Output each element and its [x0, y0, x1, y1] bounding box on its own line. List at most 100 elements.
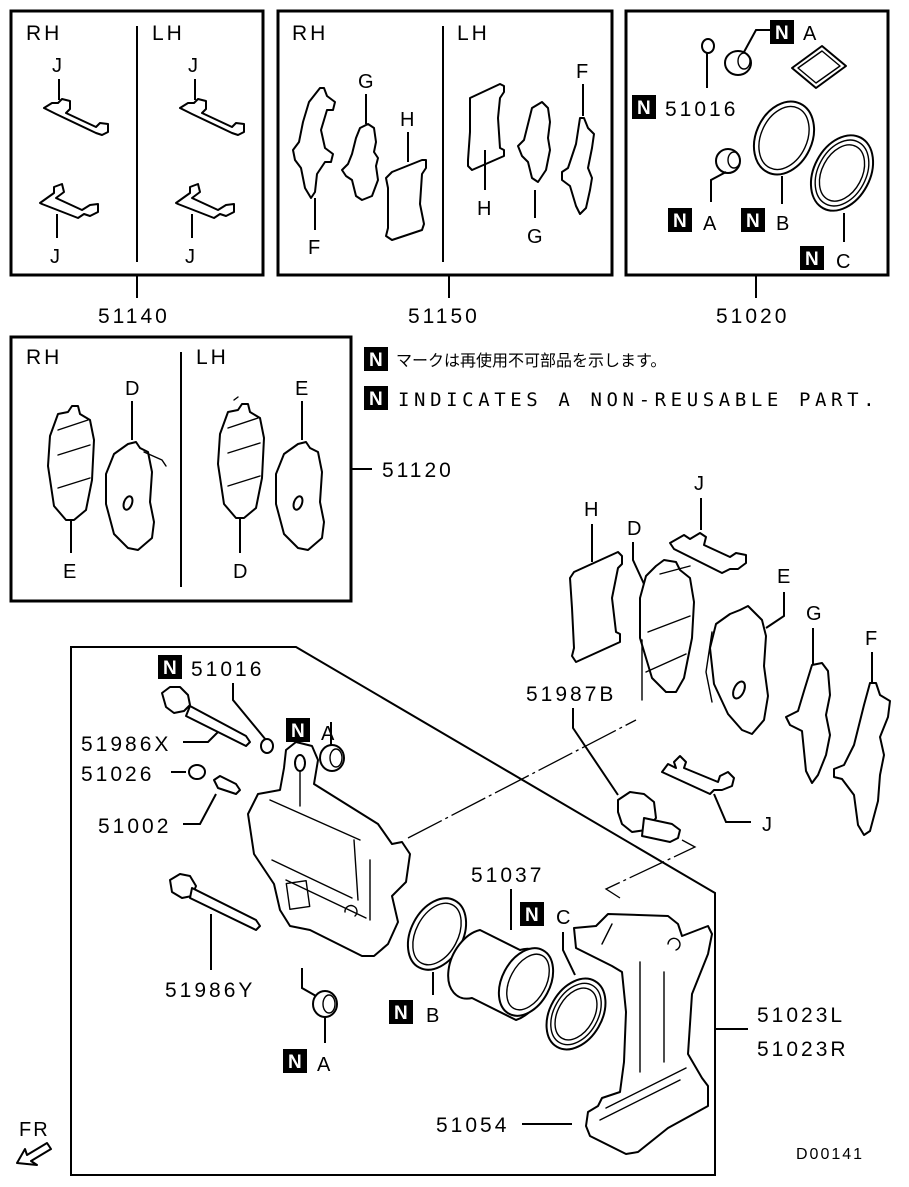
svg-text:N: N	[673, 211, 687, 232]
pad-clip-icon	[39, 183, 99, 219]
kit-51140-panel[interactable]: RH LH J J J J 51140	[9, 9, 265, 328]
svg-text:N: N	[291, 721, 305, 742]
kit-51020-panel[interactable]: N 51016 N A N A N B N C 51020	[624, 9, 890, 328]
svg-text:N: N	[525, 905, 539, 926]
drawing-code: D00141	[796, 1146, 864, 1163]
callout-h: H	[477, 198, 493, 220]
outer-shim-icon	[561, 117, 595, 215]
non-reusable-badge	[364, 347, 388, 371]
callout-j: J	[188, 55, 200, 77]
pad-clip-icon	[43, 98, 109, 136]
callout-j: J	[762, 814, 774, 836]
svg-text:N: N	[775, 23, 789, 44]
pad-clip-icon	[175, 183, 235, 219]
brake-pad-icon	[639, 559, 695, 693]
support-bracket[interactable]: 51023L 51023R 51054	[436, 913, 849, 1155]
non-reusable-badge	[800, 246, 824, 270]
svg-text:N: N	[163, 658, 177, 679]
callout-g: G	[527, 226, 545, 248]
svg-text:N: N	[369, 350, 383, 371]
callout-d: D	[125, 378, 141, 400]
svg-text:N: N	[394, 1003, 408, 1024]
inner-shim-icon	[517, 101, 551, 183]
part-number-51020[interactable]: 51020	[716, 305, 789, 328]
callout-h: H	[400, 109, 416, 131]
kit-frame	[276, 9, 614, 277]
kit-51150-panel[interactable]: RH LH F G H H G F 51150	[276, 9, 614, 328]
part-number-51037[interactable]: 51037	[471, 864, 544, 887]
exploded-pad-group[interactable]: H D J E G F J	[569, 473, 891, 836]
callout-h: H	[584, 499, 600, 521]
part-number-51120[interactable]: 51120	[382, 459, 454, 482]
part-number-51002[interactable]: 51002	[98, 815, 171, 838]
anti-squeal-shim-icon	[385, 159, 427, 241]
caliper-window-icon	[285, 880, 311, 910]
non-reusable-badge	[286, 718, 310, 742]
callout-f: F	[576, 61, 590, 83]
front-arrow-icon	[16, 1142, 52, 1166]
svg-text:N: N	[288, 1052, 302, 1073]
inner-shim-icon	[785, 662, 831, 784]
outer-shim-icon	[833, 682, 891, 836]
part-number-51016[interactable]: 51016	[665, 98, 738, 121]
non-reusable-badge	[741, 208, 765, 232]
fr-label: FR	[19, 1119, 50, 1141]
kit-51120-panel[interactable]: RH LH E D D E 51120	[9, 335, 454, 603]
front-direction-indicator: FR	[16, 1119, 52, 1166]
callout-c: C	[836, 251, 852, 273]
callout-c: C	[556, 907, 572, 929]
svg-text:N: N	[369, 389, 383, 410]
rh-label: RH	[26, 22, 62, 45]
dust-boot-icon	[319, 744, 345, 772]
non-reusable-badge	[520, 902, 544, 926]
callout-e: E	[777, 566, 792, 588]
piston-group[interactable]: N B 51037 N C	[389, 864, 618, 1060]
anti-squeal-shim-icon	[569, 551, 623, 663]
brake-pad-icon	[709, 605, 769, 735]
guide-pin-icon	[161, 686, 191, 714]
non-reusable-badge	[364, 386, 388, 410]
part-number-51987b[interactable]: 51987B	[526, 683, 616, 706]
callout-b: B	[426, 1005, 441, 1027]
pad-clip-icon	[179, 98, 245, 136]
part-number-51986x[interactable]: 51986X	[81, 733, 171, 756]
caliper-body[interactable]: N A N A	[247, 718, 411, 1076]
alignment-line	[604, 839, 697, 899]
svg-text:N: N	[746, 211, 760, 232]
part-number-51986y[interactable]: 51986Y	[165, 979, 255, 1002]
guide-pin-callouts[interactable]: N 51016 51986X 51026 51002 51986Y	[81, 655, 274, 1002]
non-reusable-badge	[389, 1000, 413, 1024]
legend: N マークは再使用不可部品を示します。 N INDICATES A NON-RE…	[364, 347, 875, 411]
outer-shim-icon	[292, 87, 336, 199]
bracket-bolt-callout[interactable]: 51987B	[526, 683, 681, 843]
part-number-51023r[interactable]: 51023R	[757, 1038, 849, 1061]
callout-j: J	[694, 473, 706, 495]
brake-pad-icon	[217, 403, 265, 519]
assembly-frame	[70, 646, 716, 1176]
callout-g: G	[806, 603, 824, 625]
callout-a: A	[703, 213, 718, 235]
dust-boot-icon	[312, 990, 338, 1018]
callout-d: D	[627, 518, 643, 540]
rh-label: RH	[26, 346, 62, 369]
part-number-51016[interactable]: 51016	[191, 658, 264, 681]
callout-f: F	[865, 628, 879, 650]
part-number-51054[interactable]: 51054	[436, 1114, 509, 1137]
non-reusable-badge	[283, 1049, 307, 1073]
grease-packet-icon	[791, 45, 847, 89]
callout-j: J	[50, 246, 62, 268]
svg-text:N: N	[637, 98, 651, 119]
bleeder-cap-icon	[188, 764, 206, 780]
caliper-body-icon	[247, 741, 411, 957]
part-number-51140[interactable]: 51140	[98, 305, 170, 328]
lh-label: LH	[196, 346, 229, 369]
pad-clip-icon	[661, 755, 735, 795]
part-number-51150[interactable]: 51150	[408, 305, 480, 328]
non-reusable-badge	[158, 655, 182, 679]
bleeder-screw-icon	[213, 775, 241, 795]
callout-a: A	[321, 723, 336, 745]
part-number-51026[interactable]: 51026	[81, 763, 154, 786]
non-reusable-badge	[632, 95, 656, 119]
part-number-51023l[interactable]: 51023L	[757, 1004, 845, 1027]
